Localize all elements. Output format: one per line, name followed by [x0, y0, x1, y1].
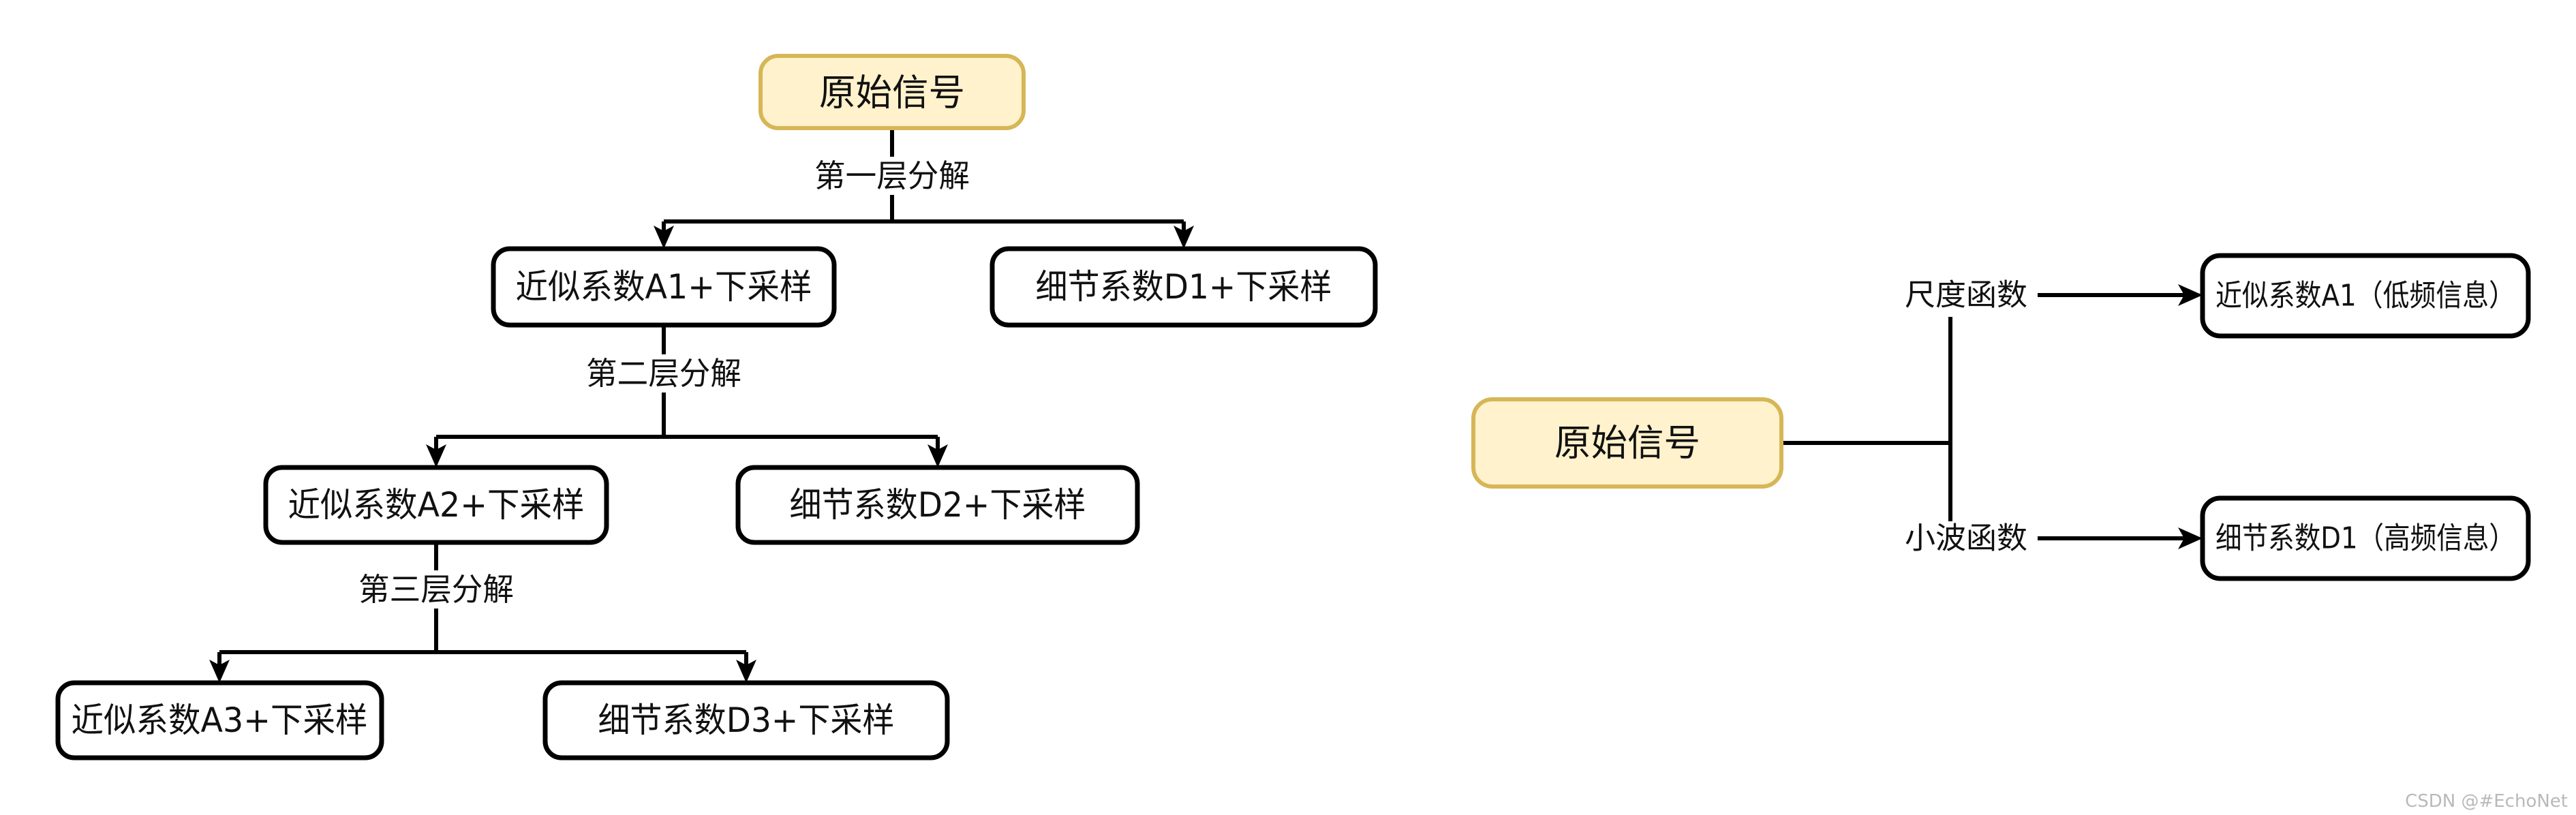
node-a1: 近似系数A1+下采样: [491, 246, 837, 328]
arrow-head: [736, 660, 756, 683]
node-a2: 近似系数A2+下采样: [263, 465, 609, 545]
a3-box: [55, 680, 384, 760]
d1-label: 细节系数D1+下采样: [1036, 267, 1332, 307]
original-signal-right-box: [1471, 397, 1783, 489]
a2-box: [263, 465, 609, 545]
level-3-label: 第三层分解: [354, 570, 518, 609]
left-tree: 第一层分解 第二层分解 第三层分解 原始信号 近似系数A1+下采样 细节系数D1…: [55, 54, 1378, 760]
d2-label: 细节系数D2+下采样: [790, 485, 1086, 525]
label-backdrop: [582, 354, 746, 393]
node-d1: 细节系数D1+下采样: [990, 246, 1378, 328]
a3-label: 近似系数A3+下采样: [72, 701, 368, 740]
arrow-head: [1174, 226, 1194, 249]
original-signal-box: [758, 54, 1026, 130]
approx-lowfreq-box: [2200, 253, 2531, 339]
level-1-label: 第一层分解: [810, 157, 974, 195]
label-backdrop: [810, 157, 974, 195]
original-signal-right-label: 原始信号: [1554, 422, 1700, 465]
watermark-text: CSDN @#EchoNet: [2405, 791, 2568, 812]
node-d2: 细节系数D2+下采样: [735, 465, 1140, 545]
level-3-label-text: 第三层分解: [358, 571, 514, 608]
arrow-head: [2178, 284, 2203, 306]
label-backdrop: [354, 570, 518, 609]
node-detail-highfreq: 细节系数D1（高频信息）: [2200, 495, 2531, 581]
original-signal-label: 原始信号: [819, 72, 965, 114]
d2-box: [735, 465, 1140, 545]
level-2-label: 第二层分解: [582, 354, 746, 393]
approx-lowfreq-label: 近似系数A1（低频信息）: [2215, 279, 2515, 313]
d3-label: 细节系数D3+下采样: [598, 701, 895, 740]
arrow-head: [654, 226, 674, 249]
node-original-signal-right: 原始信号: [1471, 397, 1783, 489]
scale-function-label: 尺度函数: [1905, 278, 2027, 313]
right-diagram: 尺度函数 小波函数 原始信号 近似系数A1（低频信息） 细节系数D1（高频信息）: [1471, 253, 2531, 581]
node-original-signal: 原始信号: [758, 54, 1026, 130]
arrow-head: [209, 660, 230, 683]
level-2-label-text: 第二层分解: [586, 355, 741, 392]
detail-highfreq-label: 细节系数D1（高频信息）: [2215, 521, 2515, 556]
d3-box: [542, 680, 950, 760]
node-approx-lowfreq: 近似系数A1（低频信息）: [2200, 253, 2531, 339]
a1-box: [491, 246, 837, 328]
node-a3: 近似系数A3+下采样: [55, 680, 384, 760]
detail-highfreq-box: [2200, 495, 2531, 581]
arrow-head: [927, 444, 948, 467]
arrow-head: [426, 444, 446, 467]
level-1-label-text: 第一层分解: [814, 157, 970, 194]
wavelet-function-label: 小波函数: [1905, 521, 2027, 556]
arrow-head: [2178, 527, 2203, 549]
a2-label: 近似系数A2+下采样: [288, 485, 585, 525]
a1-label: 近似系数A1+下采样: [516, 267, 812, 307]
d1-box: [990, 246, 1378, 328]
node-d3: 细节系数D3+下采样: [542, 680, 950, 760]
